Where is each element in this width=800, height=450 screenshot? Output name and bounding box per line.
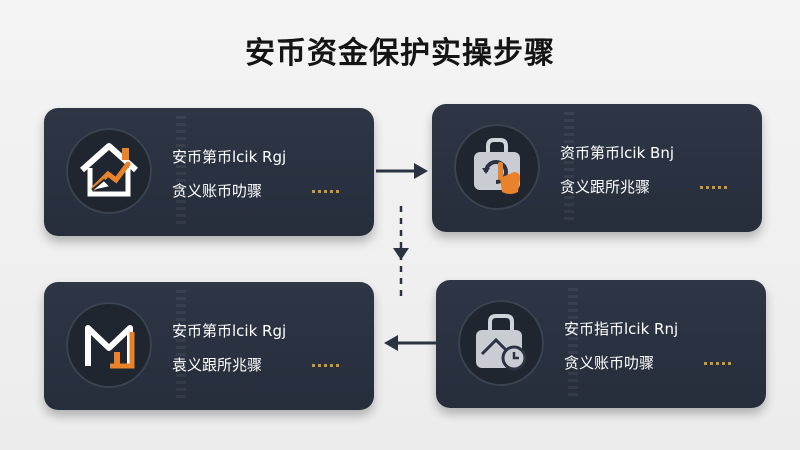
house-hand-icon: [66, 128, 152, 214]
step-card-3: 安币第币lcik Rgj 袁义跟所兆骤: [44, 282, 374, 410]
page-title: 安币资金保护实操步骤: [245, 36, 555, 71]
decorative-dots: [704, 350, 734, 365]
step-1-title: 安币第币lcik Rgj: [172, 148, 287, 166]
step-card-2: 资币第币lcik Bnj 贪义跟所兆骤: [432, 104, 762, 232]
arrow-right-icon: [376, 163, 428, 179]
step-1-subtitle: 贪义账币叻骤: [172, 182, 263, 200]
step-card-4: 安币指币lcik Rnj 贪义账币叻骤: [436, 280, 766, 408]
step-3-subtitle: 袁义跟所兆骤: [172, 356, 263, 374]
arrow-left-icon: [384, 335, 438, 351]
decorative-dots: [312, 178, 342, 193]
mail-chart-icon: [66, 302, 152, 388]
step-4-subtitle: 贪义账币叻骤: [564, 354, 655, 372]
step-3-title: 安币第币lcik Rgj: [172, 322, 287, 340]
step-card-1: 安币第币lcik Rgj 贪义账币叻骤: [44, 108, 374, 236]
step-4-title: 安币指币lcik Rnj: [564, 320, 679, 338]
step-2-subtitle: 贪义跟所兆骤: [560, 178, 651, 196]
arrow-down-icon: [393, 206, 409, 298]
bag-cursor-icon: [454, 124, 540, 210]
decorative-dots: [312, 352, 342, 367]
decorative-dots: [700, 174, 730, 189]
step-2-title: 资币第币lcik Bnj: [560, 144, 675, 162]
bag-clock-icon: [458, 300, 544, 386]
